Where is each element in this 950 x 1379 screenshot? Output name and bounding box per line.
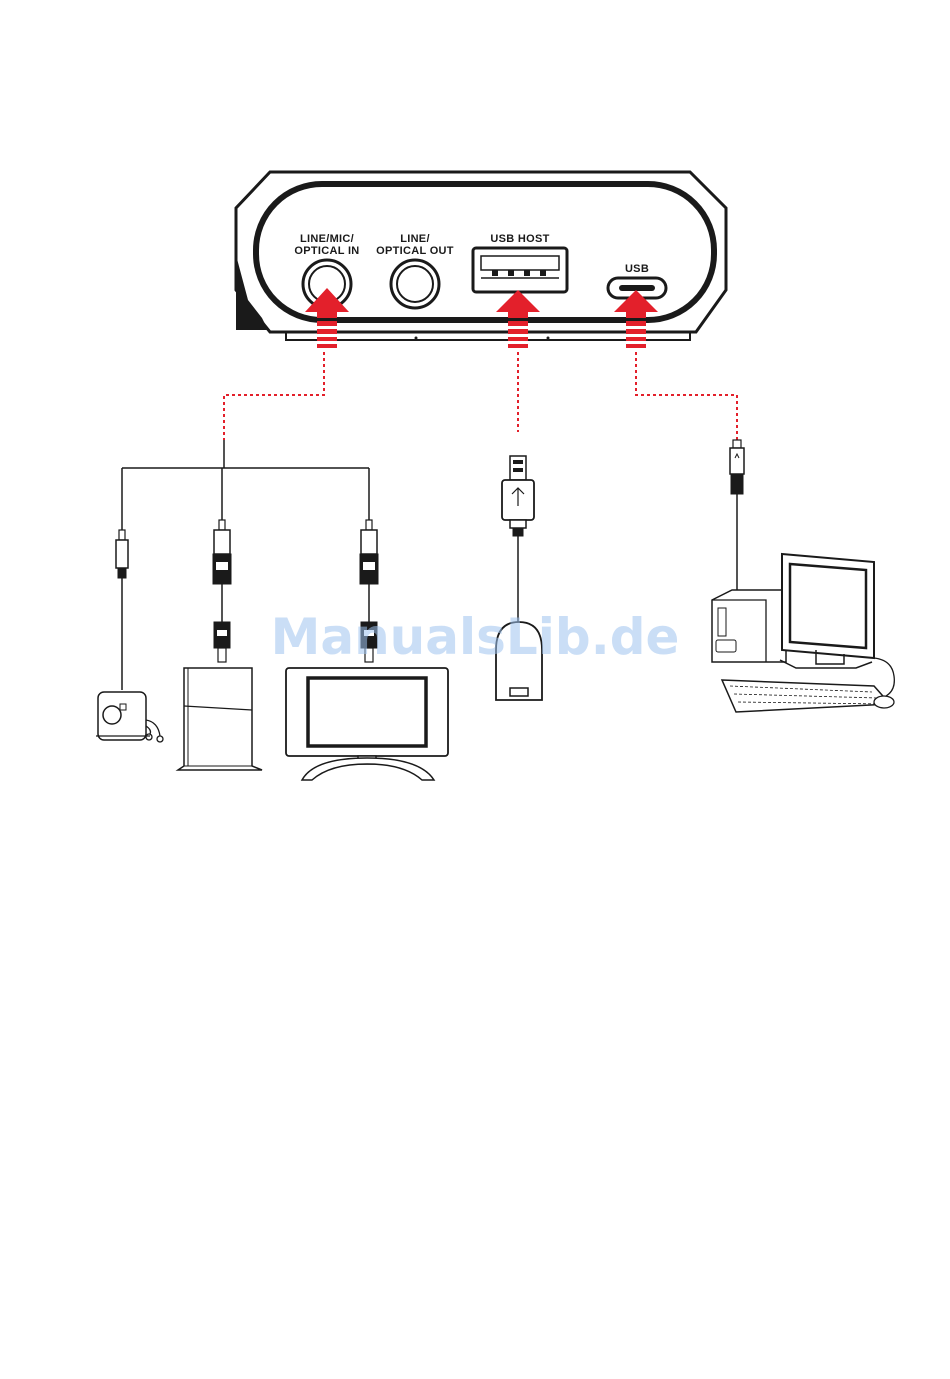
- port-line-optical-out[interactable]: [391, 260, 439, 308]
- label-line-optical-out: LINE/: [400, 233, 430, 245]
- computer-icon: [712, 554, 894, 712]
- dotted-connectors: [224, 352, 737, 440]
- micro-usb-cable: [730, 440, 744, 600]
- watermark: ManualsLib.de: [271, 608, 680, 666]
- mini-jack-cable: [116, 530, 128, 690]
- tv-icon: [286, 668, 448, 780]
- label-line-mic-optical-in: LINE/MIC/: [300, 233, 354, 245]
- optical-cable-console: [213, 520, 231, 662]
- game-console-icon: [178, 668, 262, 770]
- mp3-player-icon: [96, 692, 163, 742]
- label-line-mic-optical-in-2: OPTICAL IN: [294, 245, 359, 257]
- dotted-usb: [636, 352, 737, 440]
- port-usb-host[interactable]: [473, 248, 567, 292]
- label-usb: USB: [625, 263, 649, 275]
- usb-a-cable: [502, 456, 534, 622]
- label-usb-host: USB HOST: [490, 233, 549, 245]
- splitter-lines: [122, 440, 369, 530]
- dotted-line-in: [224, 352, 324, 440]
- label-line-optical-out-2: OPTICAL OUT: [376, 245, 454, 257]
